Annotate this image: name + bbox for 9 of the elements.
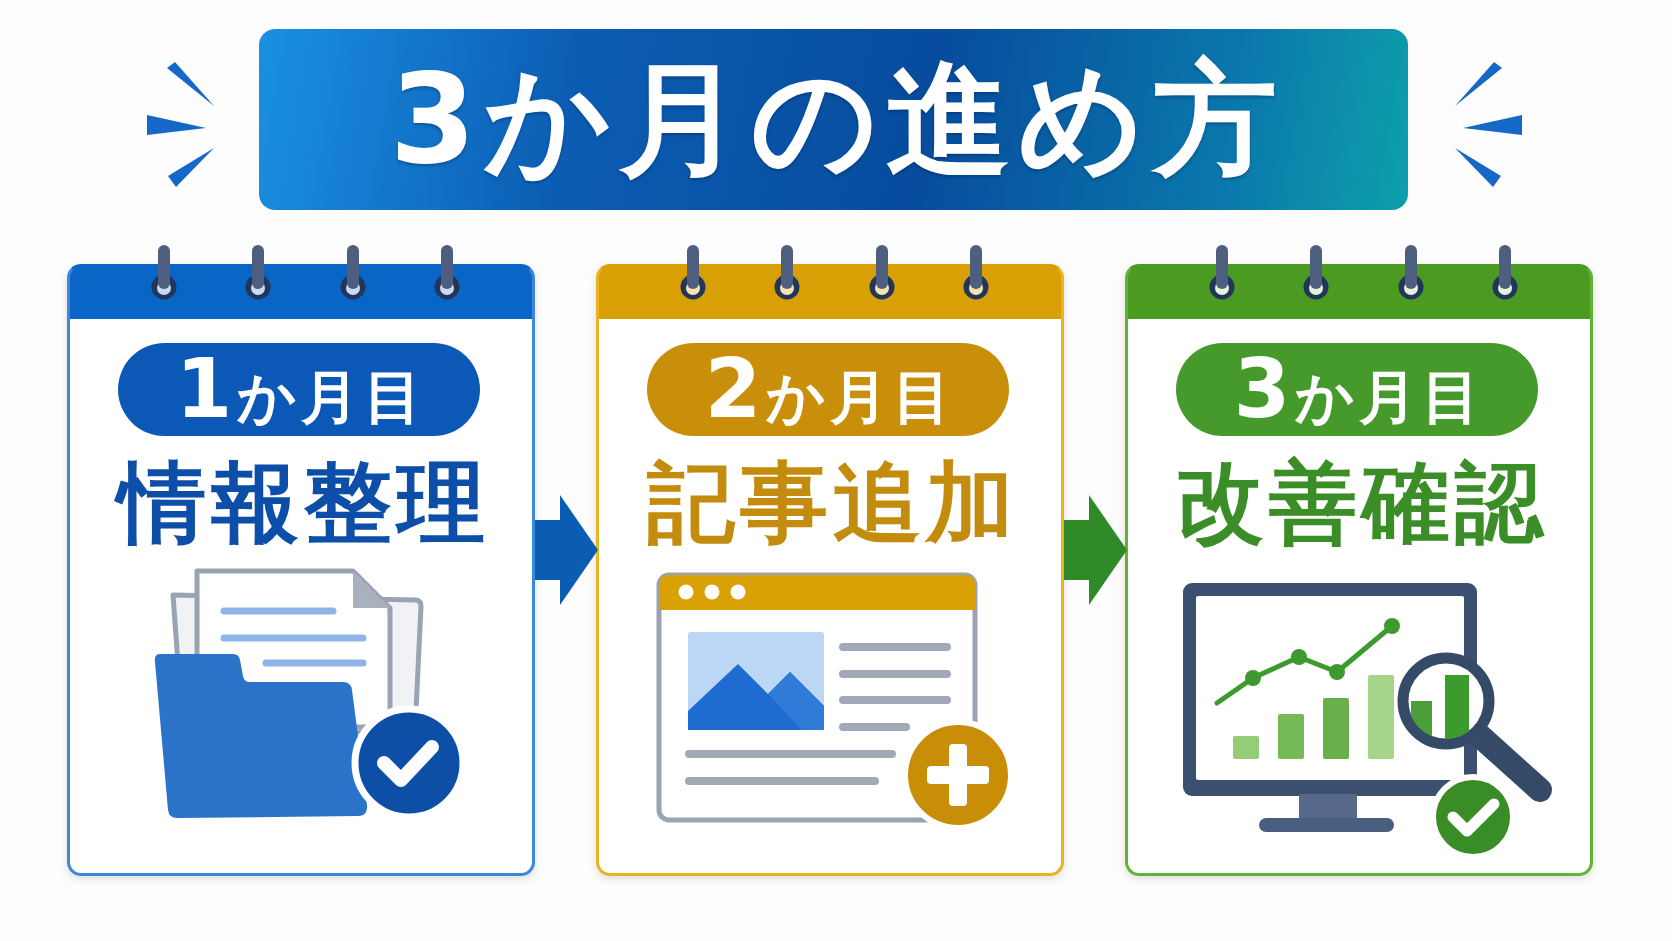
step-heading: 情報整理 [70,455,532,551]
arrow [1064,495,1127,605]
step-heading: 改善確認 [1174,455,1549,551]
arrow [535,495,598,605]
step-heading: 記事追加 [645,455,1020,551]
month-tag: 1か月目 [118,343,480,436]
title-banner: 3か月の進め方 [259,29,1408,210]
month-tag: 2か月目 [647,343,1009,436]
month-tag: 3か月目 [1176,343,1538,436]
